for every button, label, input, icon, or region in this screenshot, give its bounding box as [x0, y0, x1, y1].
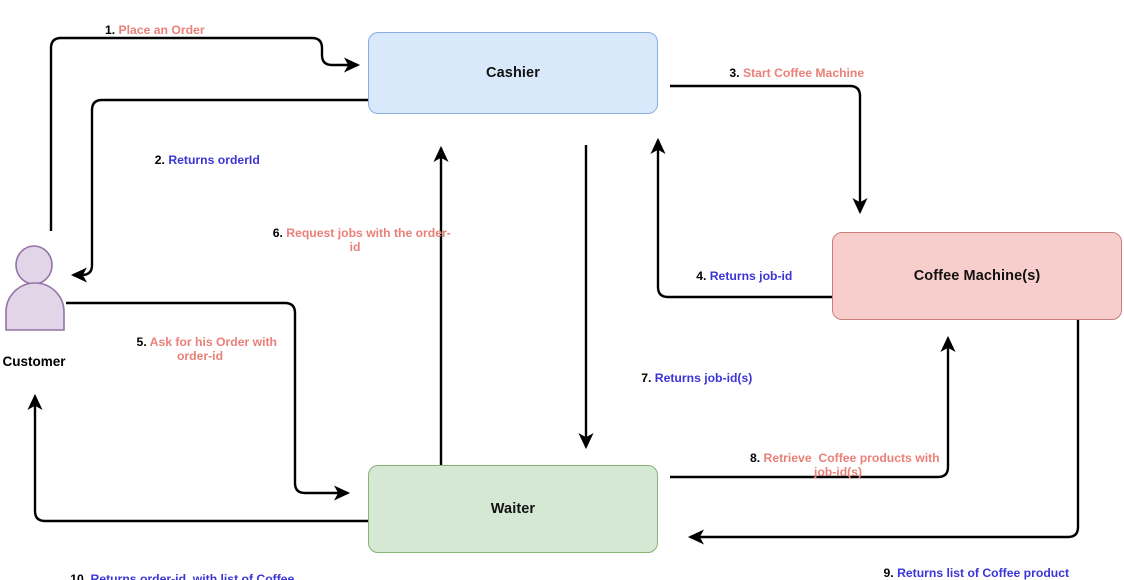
edge-label-1: 1. Place an Order: [58, 9, 238, 51]
node-cashier-label: Cashier: [486, 65, 540, 81]
edge-5-path: [66, 301, 351, 501]
edge-label-8: 8. Retrieve Coffee products with job-id(…: [727, 437, 949, 493]
edge-label-9-number: 9.: [883, 566, 894, 580]
edge-label-8-text: Retrieve Coffee products with job-id(s): [763, 451, 943, 479]
node-waiter[interactable]: Waiter: [368, 465, 658, 553]
edge-4-path: [650, 137, 832, 299]
edge-label-2: 2. Returns orderId: [113, 139, 288, 181]
edge-label-2-number: 2.: [154, 153, 165, 167]
edge-9-path: [687, 320, 1080, 545]
edge-label-3-text: Start Coffee Machine: [742, 66, 865, 80]
node-waiter-label: Waiter: [490, 501, 536, 517]
edge-label-5-number: 5.: [136, 335, 147, 349]
edge-label-7-number: 7.: [641, 371, 652, 385]
node-cashier[interactable]: Cashier: [368, 32, 658, 114]
node-customer-label: Customer: [2, 354, 66, 369]
edge-label-5-text: Ask for his Order with order-id: [149, 335, 281, 363]
edge-label-3: 3. Start Coffee Machine: [700, 52, 880, 94]
edge-label-3-number: 3.: [729, 66, 740, 80]
edge-label-6-text: Request jobs with the order-id: [286, 226, 451, 254]
edge-label-4-number: 4.: [696, 269, 707, 283]
node-coffee-machines[interactable]: Coffee Machine(s): [832, 232, 1122, 320]
edge-3-path: [670, 84, 868, 215]
edge-label-10-number: 10.: [70, 572, 88, 580]
edge-label-5: 5. Ask for his Order with order-id: [120, 321, 280, 377]
edge-label-7: 7. Returns job-id(s): [610, 357, 770, 399]
edge-8-path: [670, 335, 956, 479]
edge-label-10: 10. Returns order-id with list of Coffee…: [48, 558, 303, 580]
edge-label-6: 6. Request jobs with the order-id: [255, 212, 455, 268]
edge-label-7-text: Returns job-id(s): [654, 371, 753, 385]
node-coffee-machines-label: Coffee Machine(s): [913, 268, 1041, 284]
edge-1-path: [49, 36, 361, 231]
edge-label-1-number: 1.: [104, 23, 116, 37]
edge-label-4-text: Returns job-id: [709, 269, 793, 283]
edge-label-8-number: 8.: [749, 451, 761, 465]
customer-actor-icon: [5, 245, 65, 331]
edge-10-path: [27, 393, 368, 523]
edge-label-9-text: Returns list of Coffee product per job-i…: [897, 566, 1070, 580]
edge-label-10-text: Returns order-id with list of Coffee Pro…: [90, 572, 295, 580]
edge-label-9: 9. Returns list of Coffee product per jo…: [862, 552, 1077, 580]
edge-label-1-text: Place an Order: [118, 23, 205, 37]
edge-label-2-text: Returns orderId: [168, 153, 260, 167]
edge-label-6-number: 6.: [272, 226, 283, 240]
edge-label-4: 4. Returns job-id: [660, 255, 815, 297]
edge-2-path: [70, 98, 368, 283]
